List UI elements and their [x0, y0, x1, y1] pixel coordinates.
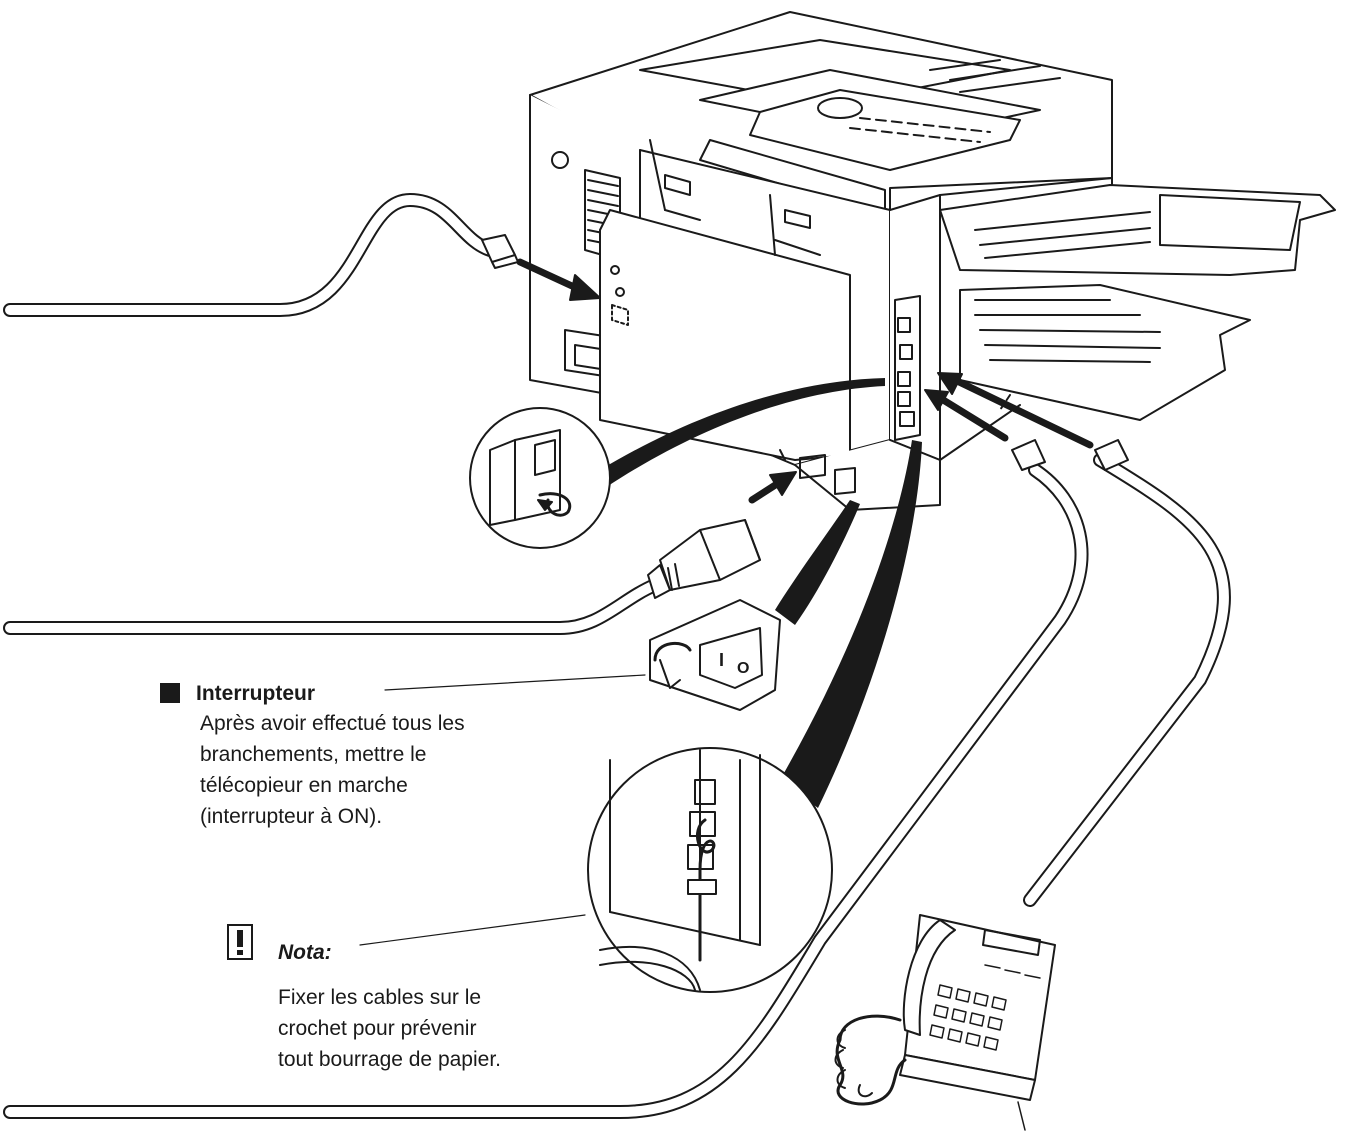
- switch-off-label: O: [737, 660, 750, 677]
- switch-detail: [649, 599, 781, 711]
- switch-callout-line-3: télécopieur en marche: [200, 774, 408, 797]
- square-bullet-icon: [160, 683, 180, 703]
- note-callout-title: Nota:: [278, 941, 332, 964]
- exclamation-icon: [227, 924, 253, 960]
- phone-arrows: [924, 372, 1094, 449]
- power-arrow: [748, 471, 797, 504]
- hook-detail-circle: [469, 407, 611, 549]
- paper-trays: [939, 184, 1336, 421]
- callout-wedges: [600, 378, 922, 808]
- switch-leader-line: [384, 674, 646, 691]
- switch-callout-title: Interrupteur: [196, 682, 316, 705]
- note-callout-line-1: Fixer les cables sur le: [278, 986, 482, 1009]
- note-leader-line: [359, 914, 586, 946]
- telephone: [834, 914, 1056, 1131]
- note-callout-line-2: crochet pour prévenir: [278, 1017, 477, 1040]
- line-arrow: [516, 258, 601, 301]
- lower-phone-cable: [3, 439, 1089, 1119]
- switch-callout-line-4: (interrupteur à ON).: [200, 805, 383, 828]
- switch-callout-line-2: branchements, mettre le: [200, 743, 427, 766]
- line-cable: [3, 193, 519, 317]
- switch-callout-line-1: Après avoir effectué tous les: [200, 712, 465, 735]
- external-phone-cable: [1023, 439, 1231, 907]
- switch-on-label: I: [719, 650, 725, 670]
- note-callout-line-3: tout bourrage de papier.: [278, 1048, 502, 1071]
- power-cord: [3, 519, 761, 635]
- hook-closeup-circle: [587, 747, 833, 993]
